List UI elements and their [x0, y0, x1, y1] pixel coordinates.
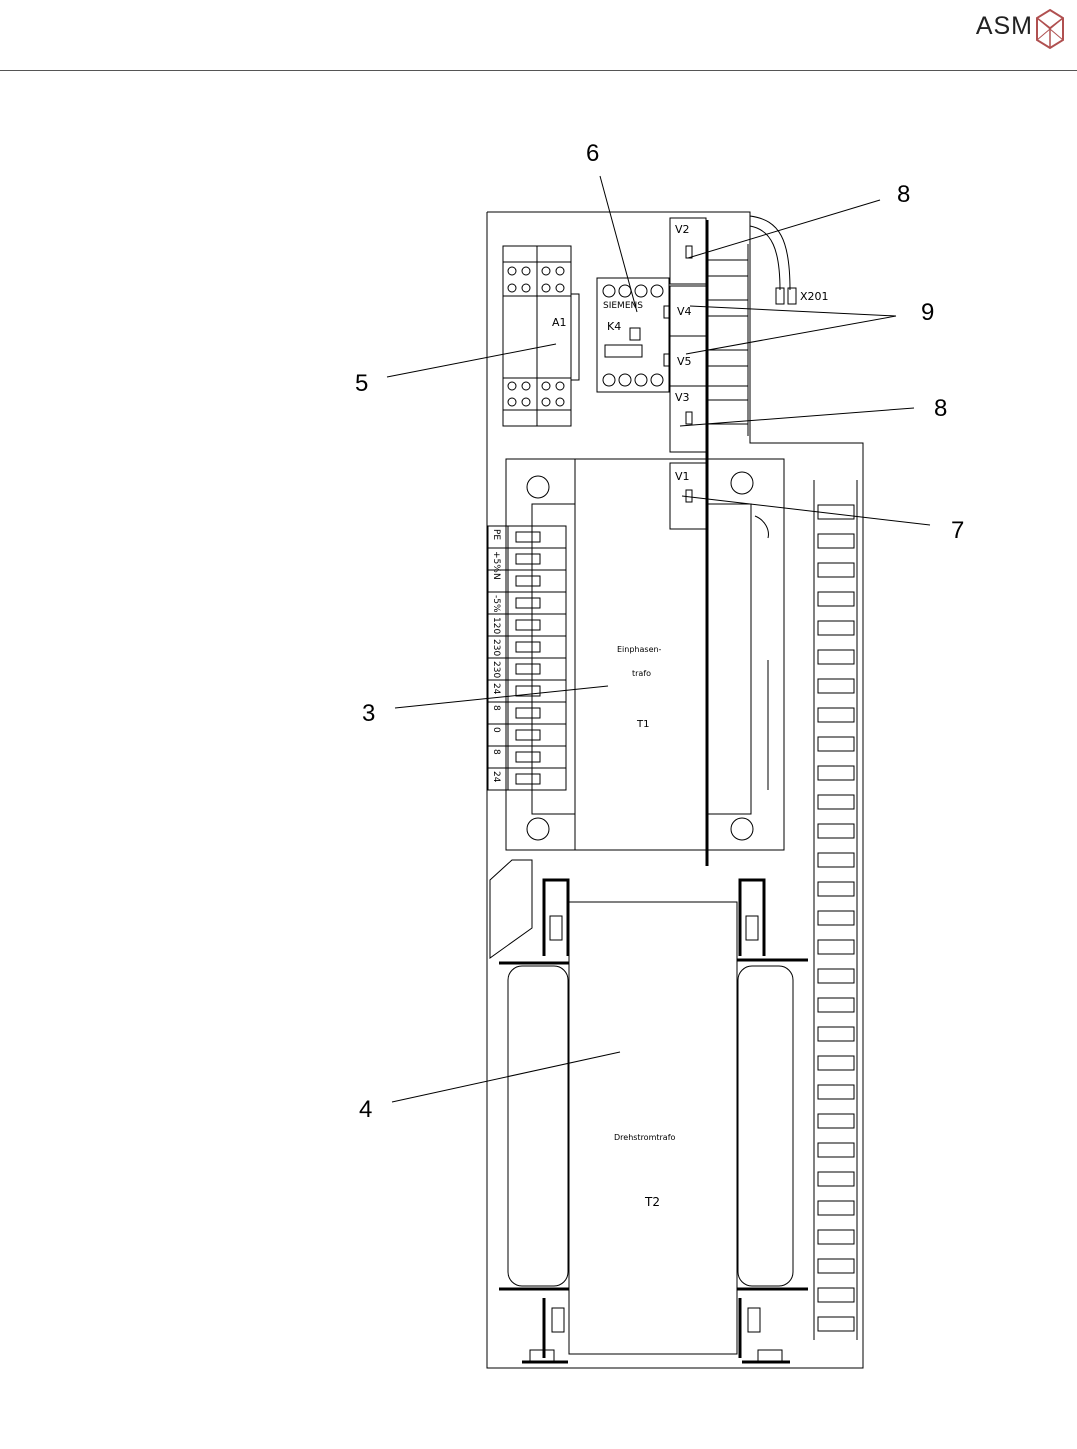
terminal-label: 8	[491, 705, 501, 711]
heatsink-fins	[708, 244, 748, 436]
duct-fin	[818, 1288, 854, 1302]
duct-fin	[818, 1085, 854, 1099]
t1-label: T1	[636, 719, 649, 730]
x201-cable	[750, 216, 790, 290]
duct-fin	[818, 679, 854, 693]
terminal-screw	[516, 554, 540, 564]
duct-fin	[818, 621, 854, 635]
duct-fin	[818, 1114, 854, 1128]
duct-fin	[818, 1230, 854, 1244]
duct-fin	[818, 1201, 854, 1215]
duct-fin	[818, 795, 854, 809]
terminal-screw	[516, 598, 540, 608]
callout-8-top: 8	[897, 181, 910, 209]
duct-fin	[818, 505, 854, 519]
duct-fin	[818, 940, 854, 954]
v1-label: V1	[675, 470, 690, 483]
t1-name2-label: trafo	[632, 669, 651, 678]
duct-fin	[818, 969, 854, 983]
cable-duct	[814, 480, 857, 1340]
terminal-label: +5%	[491, 551, 501, 573]
duct-fin	[818, 708, 854, 722]
terminal-label: 230	[491, 639, 501, 656]
callout-9: 9	[921, 299, 934, 327]
v3-label: V3	[675, 391, 690, 404]
duct-fin	[818, 650, 854, 664]
callout-4: 4	[359, 1096, 372, 1124]
duct-fin	[818, 1143, 854, 1157]
x201-label: X201	[800, 290, 829, 303]
duct-fin	[818, 1056, 854, 1070]
duct-fin	[818, 1259, 854, 1273]
terminal-screw	[516, 708, 540, 718]
duct-fin	[818, 911, 854, 925]
terminal-screw	[516, 620, 540, 630]
duct-fin	[818, 534, 854, 548]
duct-fin	[818, 1317, 854, 1331]
duct-fin	[818, 853, 854, 867]
terminal-label: PE	[491, 529, 501, 540]
duct-fin	[818, 766, 854, 780]
v5-label: V5	[677, 355, 692, 368]
t1-name-label: Einphasen-	[617, 645, 662, 654]
t2-label: T2	[644, 1195, 660, 1209]
v4-label: V4	[677, 305, 692, 318]
terminal-label: 120	[491, 617, 501, 634]
k4-contactor	[597, 278, 669, 392]
terminal-label: 8	[491, 749, 501, 755]
terminal-screw	[516, 532, 540, 542]
a1-module	[503, 246, 579, 426]
terminal-label: 0	[491, 727, 501, 733]
t1-transformer	[506, 459, 784, 850]
terminal-label: 24	[491, 683, 501, 695]
terminal-screw	[516, 730, 540, 740]
callout-6: 6	[586, 140, 599, 168]
callout-3: 3	[362, 700, 375, 728]
terminal-label: N	[491, 573, 501, 580]
duct-fin	[818, 737, 854, 751]
terminal-screw	[516, 664, 540, 674]
callout-7: 7	[951, 517, 964, 545]
t2-name-label: Drehstromtrafo	[614, 1133, 676, 1142]
duct-fin	[818, 592, 854, 606]
a1-label: A1	[552, 316, 567, 329]
duct-fin	[818, 563, 854, 577]
terminal-label: 24	[491, 771, 501, 783]
terminal-label: -5%	[491, 595, 501, 613]
t2-transformer	[490, 860, 808, 1362]
terminal-screw	[516, 576, 540, 586]
duct-fin	[818, 882, 854, 896]
duct-fin	[818, 1172, 854, 1186]
duct-fin	[818, 1027, 854, 1041]
callout-8-bottom: 8	[934, 395, 947, 423]
callout-5: 5	[355, 370, 368, 398]
terminal-label: 230	[491, 661, 501, 678]
terminal-screw	[516, 774, 540, 784]
terminal-screw	[516, 642, 540, 652]
duct-fin	[818, 998, 854, 1012]
duct-fin	[818, 824, 854, 838]
leader-lines	[387, 176, 930, 1102]
terminal-screw	[516, 752, 540, 762]
v2-label: V2	[675, 223, 690, 236]
siemens-label: SIEMENS	[603, 301, 643, 311]
k4-label: K4	[607, 320, 621, 333]
terminal-labels: PE +5%N -5% 120 230 230 24 8 0 8 24	[491, 529, 501, 783]
